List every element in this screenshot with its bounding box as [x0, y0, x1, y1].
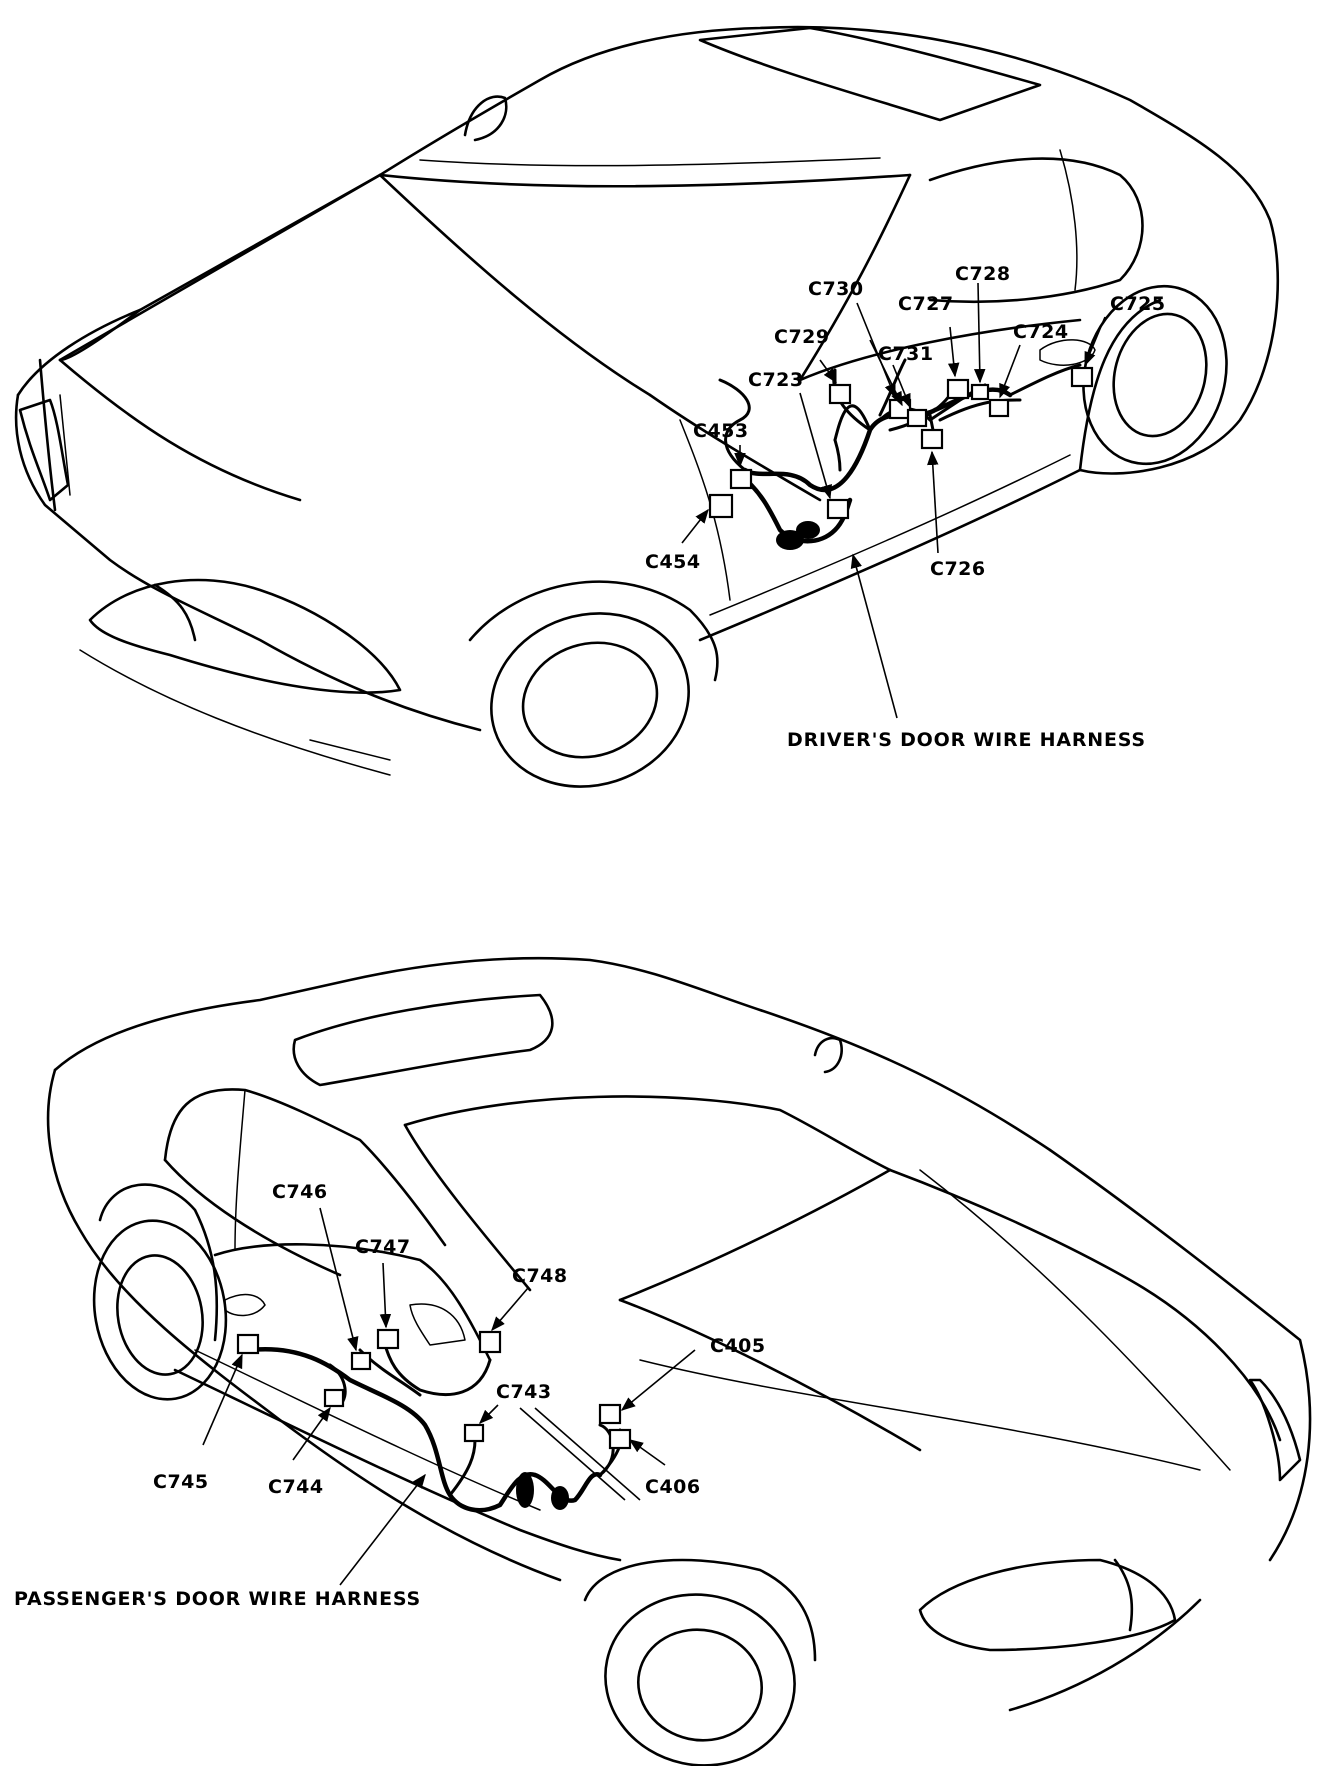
- label-c727: C727: [898, 293, 954, 315]
- connector-c745: [236, 1333, 260, 1355]
- label-c453: C453: [693, 420, 749, 442]
- label-c406: C406: [645, 1476, 701, 1498]
- label-c723: C723: [748, 369, 804, 391]
- driver-side-car-illustration: [14, 25, 1280, 788]
- connector-c454: [708, 493, 734, 519]
- label-c729: C729: [774, 326, 830, 348]
- passenger-door-wire-harness: [247, 1343, 624, 1513]
- label-c744: C744: [268, 1476, 324, 1498]
- label-c743: C743: [496, 1381, 552, 1403]
- connector-c729: [828, 383, 852, 405]
- connector-c744: [323, 1388, 345, 1408]
- connector-c724: [988, 398, 1010, 418]
- connector-c746: [350, 1351, 372, 1371]
- driver-harness-caption: DRIVER'S DOOR WIRE HARNESS: [787, 729, 1146, 751]
- label-c747: C747: [355, 1236, 411, 1258]
- label-c730: C730: [808, 278, 864, 300]
- passenger-labels: C746 C747 C748 C405 C743 C406 C745 C744 …: [14, 1181, 766, 1610]
- driver-labels: C730 C728 C727 C725 C729 C724 C731 C723 …: [645, 263, 1166, 751]
- label-c746: C746: [272, 1181, 328, 1203]
- connector-c406: [608, 1428, 632, 1450]
- connector-c453: [729, 468, 753, 490]
- passenger-harness-caption: PASSENGER'S DOOR WIRE HARNESS: [14, 1588, 421, 1610]
- connector-c743: [463, 1423, 485, 1443]
- connector-c405: [598, 1403, 622, 1425]
- connector-c725: [1070, 366, 1094, 388]
- label-c726: C726: [930, 558, 986, 580]
- passenger-leader-lines: [202, 1207, 696, 1586]
- connector-c748: [478, 1330, 502, 1354]
- label-c728: C728: [955, 263, 1011, 285]
- connector-c728: [970, 383, 990, 401]
- passenger-connectors: [236, 1328, 632, 1450]
- driver-leader-lines: [681, 282, 1106, 719]
- connector-c747: [376, 1328, 400, 1350]
- label-c748: C748: [512, 1265, 568, 1287]
- connector-c726: [920, 428, 944, 450]
- label-c454: C454: [645, 551, 701, 573]
- label-c745: C745: [153, 1471, 209, 1493]
- connector-c731: [906, 408, 928, 428]
- passenger-side-car-illustration: [46, 956, 1312, 1766]
- label-c405: C405: [710, 1335, 766, 1357]
- connector-c723: [826, 498, 850, 520]
- connector-c727: [946, 378, 970, 400]
- label-c731: C731: [878, 343, 934, 365]
- label-c724: C724: [1013, 321, 1069, 343]
- label-c725: C725: [1110, 293, 1166, 315]
